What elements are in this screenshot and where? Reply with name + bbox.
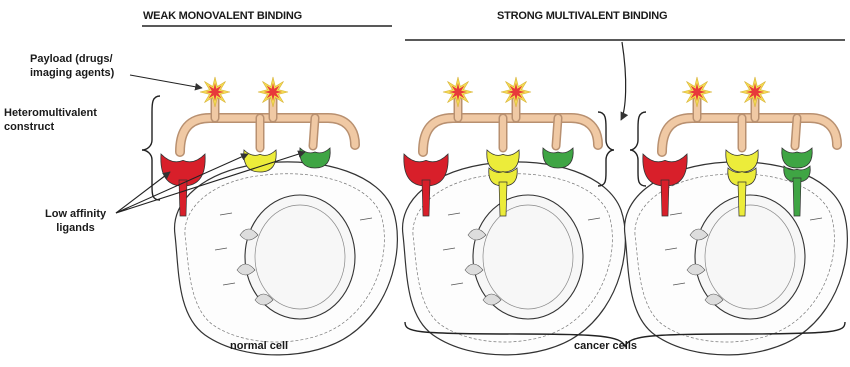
cell-cancer-1 <box>403 162 626 355</box>
backbone-edge <box>423 118 598 152</box>
ligand-green <box>543 148 573 168</box>
label-ligands-line2: ligands <box>45 221 106 235</box>
cell-cancer-2 <box>625 162 848 355</box>
ligand-green <box>782 148 812 168</box>
brace-construct <box>142 96 160 200</box>
label-construct-line2: construct <box>4 120 97 134</box>
ligand-yellow <box>244 150 276 172</box>
ligand-yellow <box>726 150 758 172</box>
receptor-yellow <box>499 182 507 216</box>
brace-cancer-2 <box>630 112 646 186</box>
receptor-red <box>422 180 430 216</box>
ligand-yellow <box>487 150 519 172</box>
label-construct: Heteromultivalent construct <box>4 106 97 134</box>
label-payload-line1: Payload (drugs/ <box>30 52 114 66</box>
payload-star-core <box>264 83 282 101</box>
ligand-green <box>300 148 330 168</box>
connector-arrow <box>621 42 626 120</box>
label-payload-line2: imaging agents) <box>30 66 114 80</box>
receptor-yellow <box>738 182 746 216</box>
caption-normal-cell: normal cell <box>230 340 288 352</box>
label-ligands: Low affinity ligands <box>45 207 106 235</box>
payload-star-core <box>206 83 224 101</box>
backbone-branch <box>313 118 315 146</box>
label-ligands-line1: Low affinity <box>45 207 106 221</box>
cell-normal <box>175 162 398 355</box>
payload-star-core <box>688 83 706 101</box>
label-payload: Payload (drugs/ imaging agents) <box>30 52 114 80</box>
receptor-red <box>661 180 669 216</box>
receptor-red <box>179 180 187 216</box>
caption-cancer-cells: cancer cells <box>574 340 637 352</box>
header-weak-monovalent-binding: WEAK MONOVALENT BINDING <box>143 10 302 22</box>
arrow-payload <box>130 75 202 88</box>
payload-star-core <box>449 83 467 101</box>
backbone-branch <box>556 118 558 146</box>
backbone-branch <box>795 118 797 146</box>
payload-star-core <box>746 83 764 101</box>
backbone-edge <box>180 118 355 152</box>
payload-star-core <box>507 83 525 101</box>
receptor-green <box>793 178 801 216</box>
backbone-edge <box>662 118 837 152</box>
header-strong-multivalent-binding: STRONG MULTIVALENT BINDING <box>497 10 667 22</box>
label-construct-line1: Heteromultivalent <box>4 106 97 120</box>
